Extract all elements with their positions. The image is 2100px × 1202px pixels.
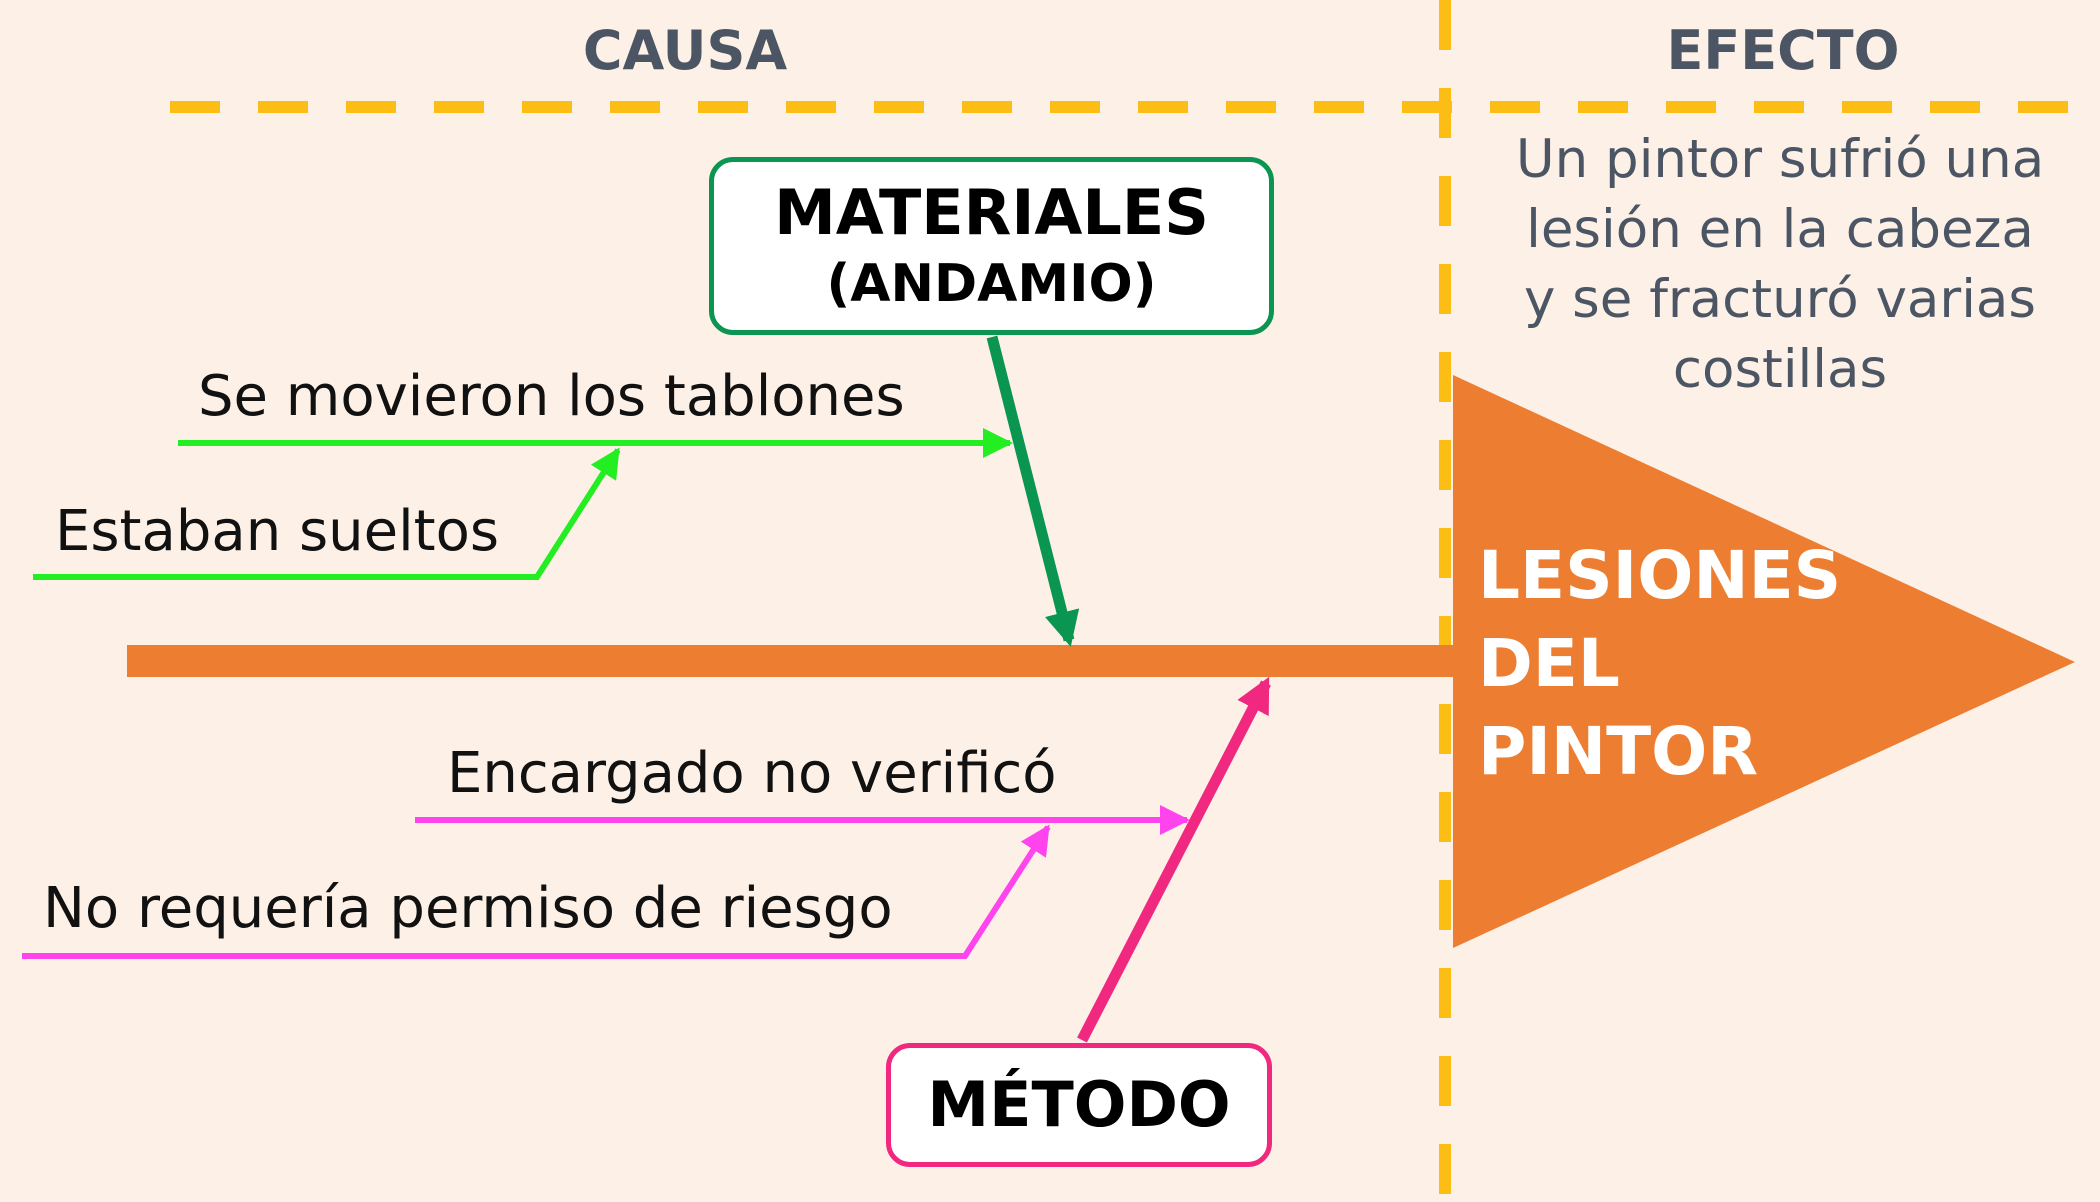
effect-head-triangle xyxy=(1453,375,2075,948)
method-category-box: MÉTODO xyxy=(886,1043,1272,1167)
method-title: MÉTODO xyxy=(927,1068,1231,1141)
cause-moved-planks: Se movieron los tablones xyxy=(198,364,905,429)
effect-head-line-1: LESIONES xyxy=(1478,537,1842,614)
materials-category-box: MATERIALES (ANDAMIO) xyxy=(709,157,1274,335)
cause-supervisor-not-verified: Encargado no verificó xyxy=(447,741,1057,806)
cause-line-no-permit xyxy=(22,824,1051,959)
effect-description: Un pintor sufrió una lesión en la cabeza… xyxy=(1515,129,2045,400)
effect-header: EFECTO xyxy=(1666,19,1900,82)
materials-arrow xyxy=(986,335,1080,647)
effect-head-line-2: DEL xyxy=(1478,625,1620,702)
effect-head-line-3: PINTOR xyxy=(1478,713,1759,790)
materials-title: MATERIALES xyxy=(774,176,1209,249)
materials-subtitle: (ANDAMIO) xyxy=(826,254,1157,314)
method-arrow xyxy=(1077,676,1271,1043)
cause-loose: Estaban sueltos xyxy=(55,499,500,564)
cause-line-loose xyxy=(33,447,621,580)
cause-no-risk-permit: No requería permiso de riesgo xyxy=(43,876,893,941)
spine xyxy=(127,645,1457,677)
effect-head-label: LESIONES DEL PINTOR xyxy=(1478,532,1858,796)
cause-header: CAUSA xyxy=(582,19,788,82)
